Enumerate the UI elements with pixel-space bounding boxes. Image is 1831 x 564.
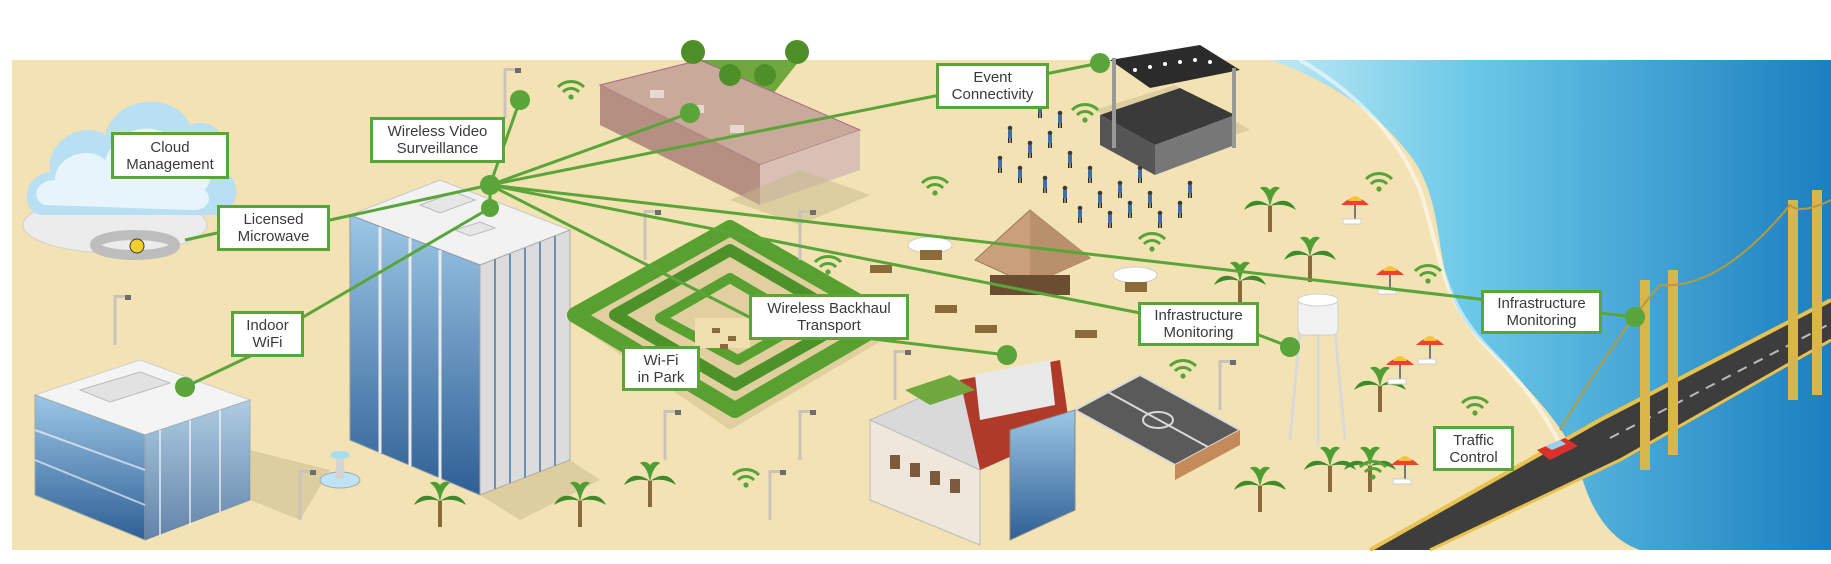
label-line: in Park [637, 368, 685, 386]
label-line: Management [126, 155, 214, 173]
tower-shadow [480, 460, 600, 520]
label-indoor-wifi: Indoor WiFi [231, 311, 304, 357]
label-line: Cloud [150, 138, 190, 156]
label-event-connectivity: Event Connectivity [936, 63, 1049, 109]
label-wireless-backhaul-transport: Wireless Backhaul Transport [749, 294, 909, 340]
label-line: Licensed [243, 211, 304, 228]
stage-icon [1095, 45, 1250, 175]
label-line: Event [973, 69, 1012, 86]
label-infrastructure-monitoring-2: Infrastructure Monitoring [1481, 290, 1602, 334]
label-line: Transport [797, 317, 861, 334]
label-licensed-microwave: Licensed Microwave [217, 205, 330, 251]
fountain-icon [319, 451, 361, 489]
label-line: Infrastructure [1497, 295, 1586, 312]
label-traffic-control: Traffic Control [1433, 426, 1514, 471]
network-nodes [175, 53, 1645, 397]
bridge-icon [1369, 190, 1831, 552]
modern-building-icon [868, 360, 1076, 546]
label-line: Control [1449, 448, 1498, 466]
label-cloud-management: Cloud Management [111, 132, 229, 179]
label-line: Infrastructure [1154, 307, 1243, 324]
label-line: WiFi [252, 334, 283, 351]
label-line: Wireless Backhaul [767, 300, 891, 317]
label-wifi-in-park: Wi-Fi in Park [622, 346, 700, 391]
label-wireless-video-surveillance: Wireless Video Surveillance [370, 117, 505, 163]
low-building-icon [33, 359, 252, 541]
label-line: Surveillance [396, 140, 479, 157]
label-line: Traffic [1453, 431, 1494, 449]
network-links [184, 61, 1636, 389]
label-line: Monitoring [1506, 312, 1577, 329]
trees-top [681, 40, 809, 86]
label-line: Wireless Video [387, 123, 488, 140]
label-line: Wi-Fi [643, 351, 679, 369]
campus-building-icon [598, 59, 870, 225]
label-line: Indoor [246, 317, 289, 334]
building-shadow [250, 450, 330, 520]
label-line: Monitoring [1163, 324, 1234, 341]
office-tower-icon [348, 179, 572, 496]
label-line: Microwave [237, 228, 310, 245]
basketball-court-icon [1072, 373, 1243, 480]
label-infrastructure-monitoring-1: Infrastructure Monitoring [1138, 302, 1259, 346]
label-line: Connectivity [951, 86, 1034, 103]
car-icon [1537, 438, 1578, 460]
